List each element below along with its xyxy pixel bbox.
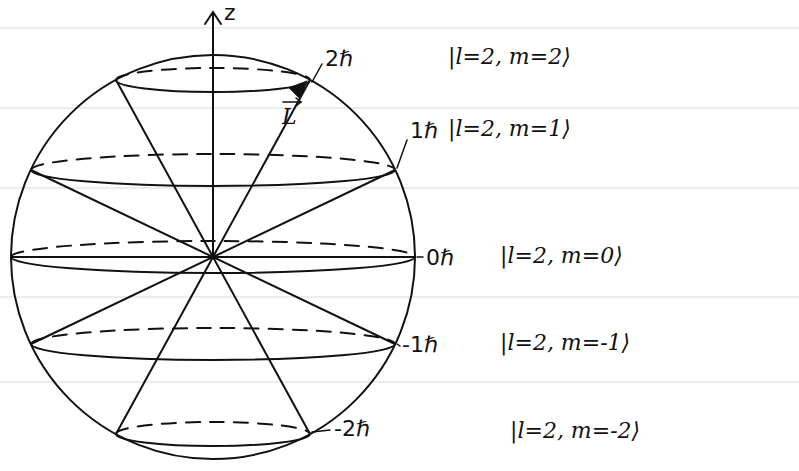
m-value: 1ℏ [410, 120, 438, 142]
ket-state: |l=2, m=2⟩ [448, 46, 571, 68]
ket-state: |l=2, m=-1⟩ [500, 332, 630, 354]
ket-state: |l=2, m=-2⟩ [510, 420, 640, 442]
vector-label: L [282, 106, 297, 128]
axis-label: z [224, 2, 236, 24]
m-value: -1ℏ [402, 334, 438, 356]
ket-state: |l=2, m=0⟩ [500, 245, 623, 267]
ket-state: |l=2, m=1⟩ [448, 118, 571, 140]
m-value: 2ℏ [325, 48, 353, 70]
m-value: -2ℏ [334, 418, 370, 440]
m-value: 0ℏ [426, 247, 454, 269]
